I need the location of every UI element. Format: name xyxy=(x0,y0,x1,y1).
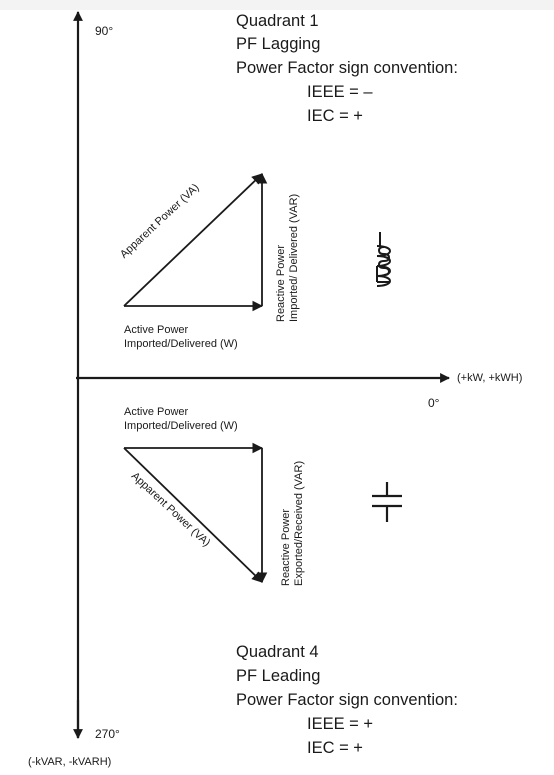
q1-active-line1: Active Power xyxy=(124,324,189,336)
axis-label-90-degrees: 90° xyxy=(95,24,114,38)
q4-reactive-line2: Exported/Received (VAR) xyxy=(293,460,305,586)
quadrant1-power-triangle xyxy=(123,172,268,312)
q1-reactive-line1: Reactive Power xyxy=(275,244,287,322)
axis-label-negative-y: (-kVAR, -kVARH) xyxy=(28,756,112,768)
quadrant1-pf-label: PF Lagging xyxy=(236,35,321,53)
q4-active-power-label: Active Power Imported/Delivered (W) xyxy=(124,405,238,433)
q1-active-power-label: Active Power Imported/Delivered (W) xyxy=(124,323,238,351)
quadrant1-title: Quadrant 1 xyxy=(236,12,319,30)
quadrant4-convention-label: Power Factor sign convention: xyxy=(236,691,458,709)
capacitor-icon xyxy=(372,482,402,522)
axis-label-positive-x: (+kW, +kWH) xyxy=(457,372,523,384)
q4-active-line2: Imported/Delivered (W) xyxy=(124,420,238,432)
q4-apparent-power-vector xyxy=(123,447,263,583)
quadrant4-title: Quadrant 4 xyxy=(236,643,319,661)
q4-reactive-line1: Reactive Power xyxy=(280,508,292,586)
quadrant1-ieee-value: IEEE = – xyxy=(307,83,373,101)
quadrant4-iec-value: IEC = + xyxy=(307,739,363,757)
q1-reactive-line2: Imported/ Delivered (VAR) xyxy=(288,193,300,322)
axis-label-270-degrees: 270° xyxy=(95,727,120,741)
quadrant1-convention-label: Power Factor sign convention: xyxy=(236,59,458,77)
quadrant4-ieee-value: IEEE = + xyxy=(307,715,374,733)
q1-apparent-power-vector xyxy=(123,173,263,307)
quadrant1-iec-value: IEC = + xyxy=(307,107,363,125)
quadrant4-pf-label: PF Leading xyxy=(236,667,321,685)
axis-label-0-degrees: 0° xyxy=(428,396,440,410)
q4-reactive-power-label: Reactive Power Exported/Received (VAR) xyxy=(280,461,306,586)
top-band xyxy=(0,0,554,10)
quadrant4-power-triangle xyxy=(123,442,268,584)
inductor-coil-icon xyxy=(376,232,392,287)
q1-active-line2: Imported/Delivered (W) xyxy=(124,338,238,350)
q4-active-line1: Active Power xyxy=(124,406,189,418)
q1-reactive-power-label: Reactive Power Imported/ Delivered (VAR) xyxy=(275,194,301,322)
